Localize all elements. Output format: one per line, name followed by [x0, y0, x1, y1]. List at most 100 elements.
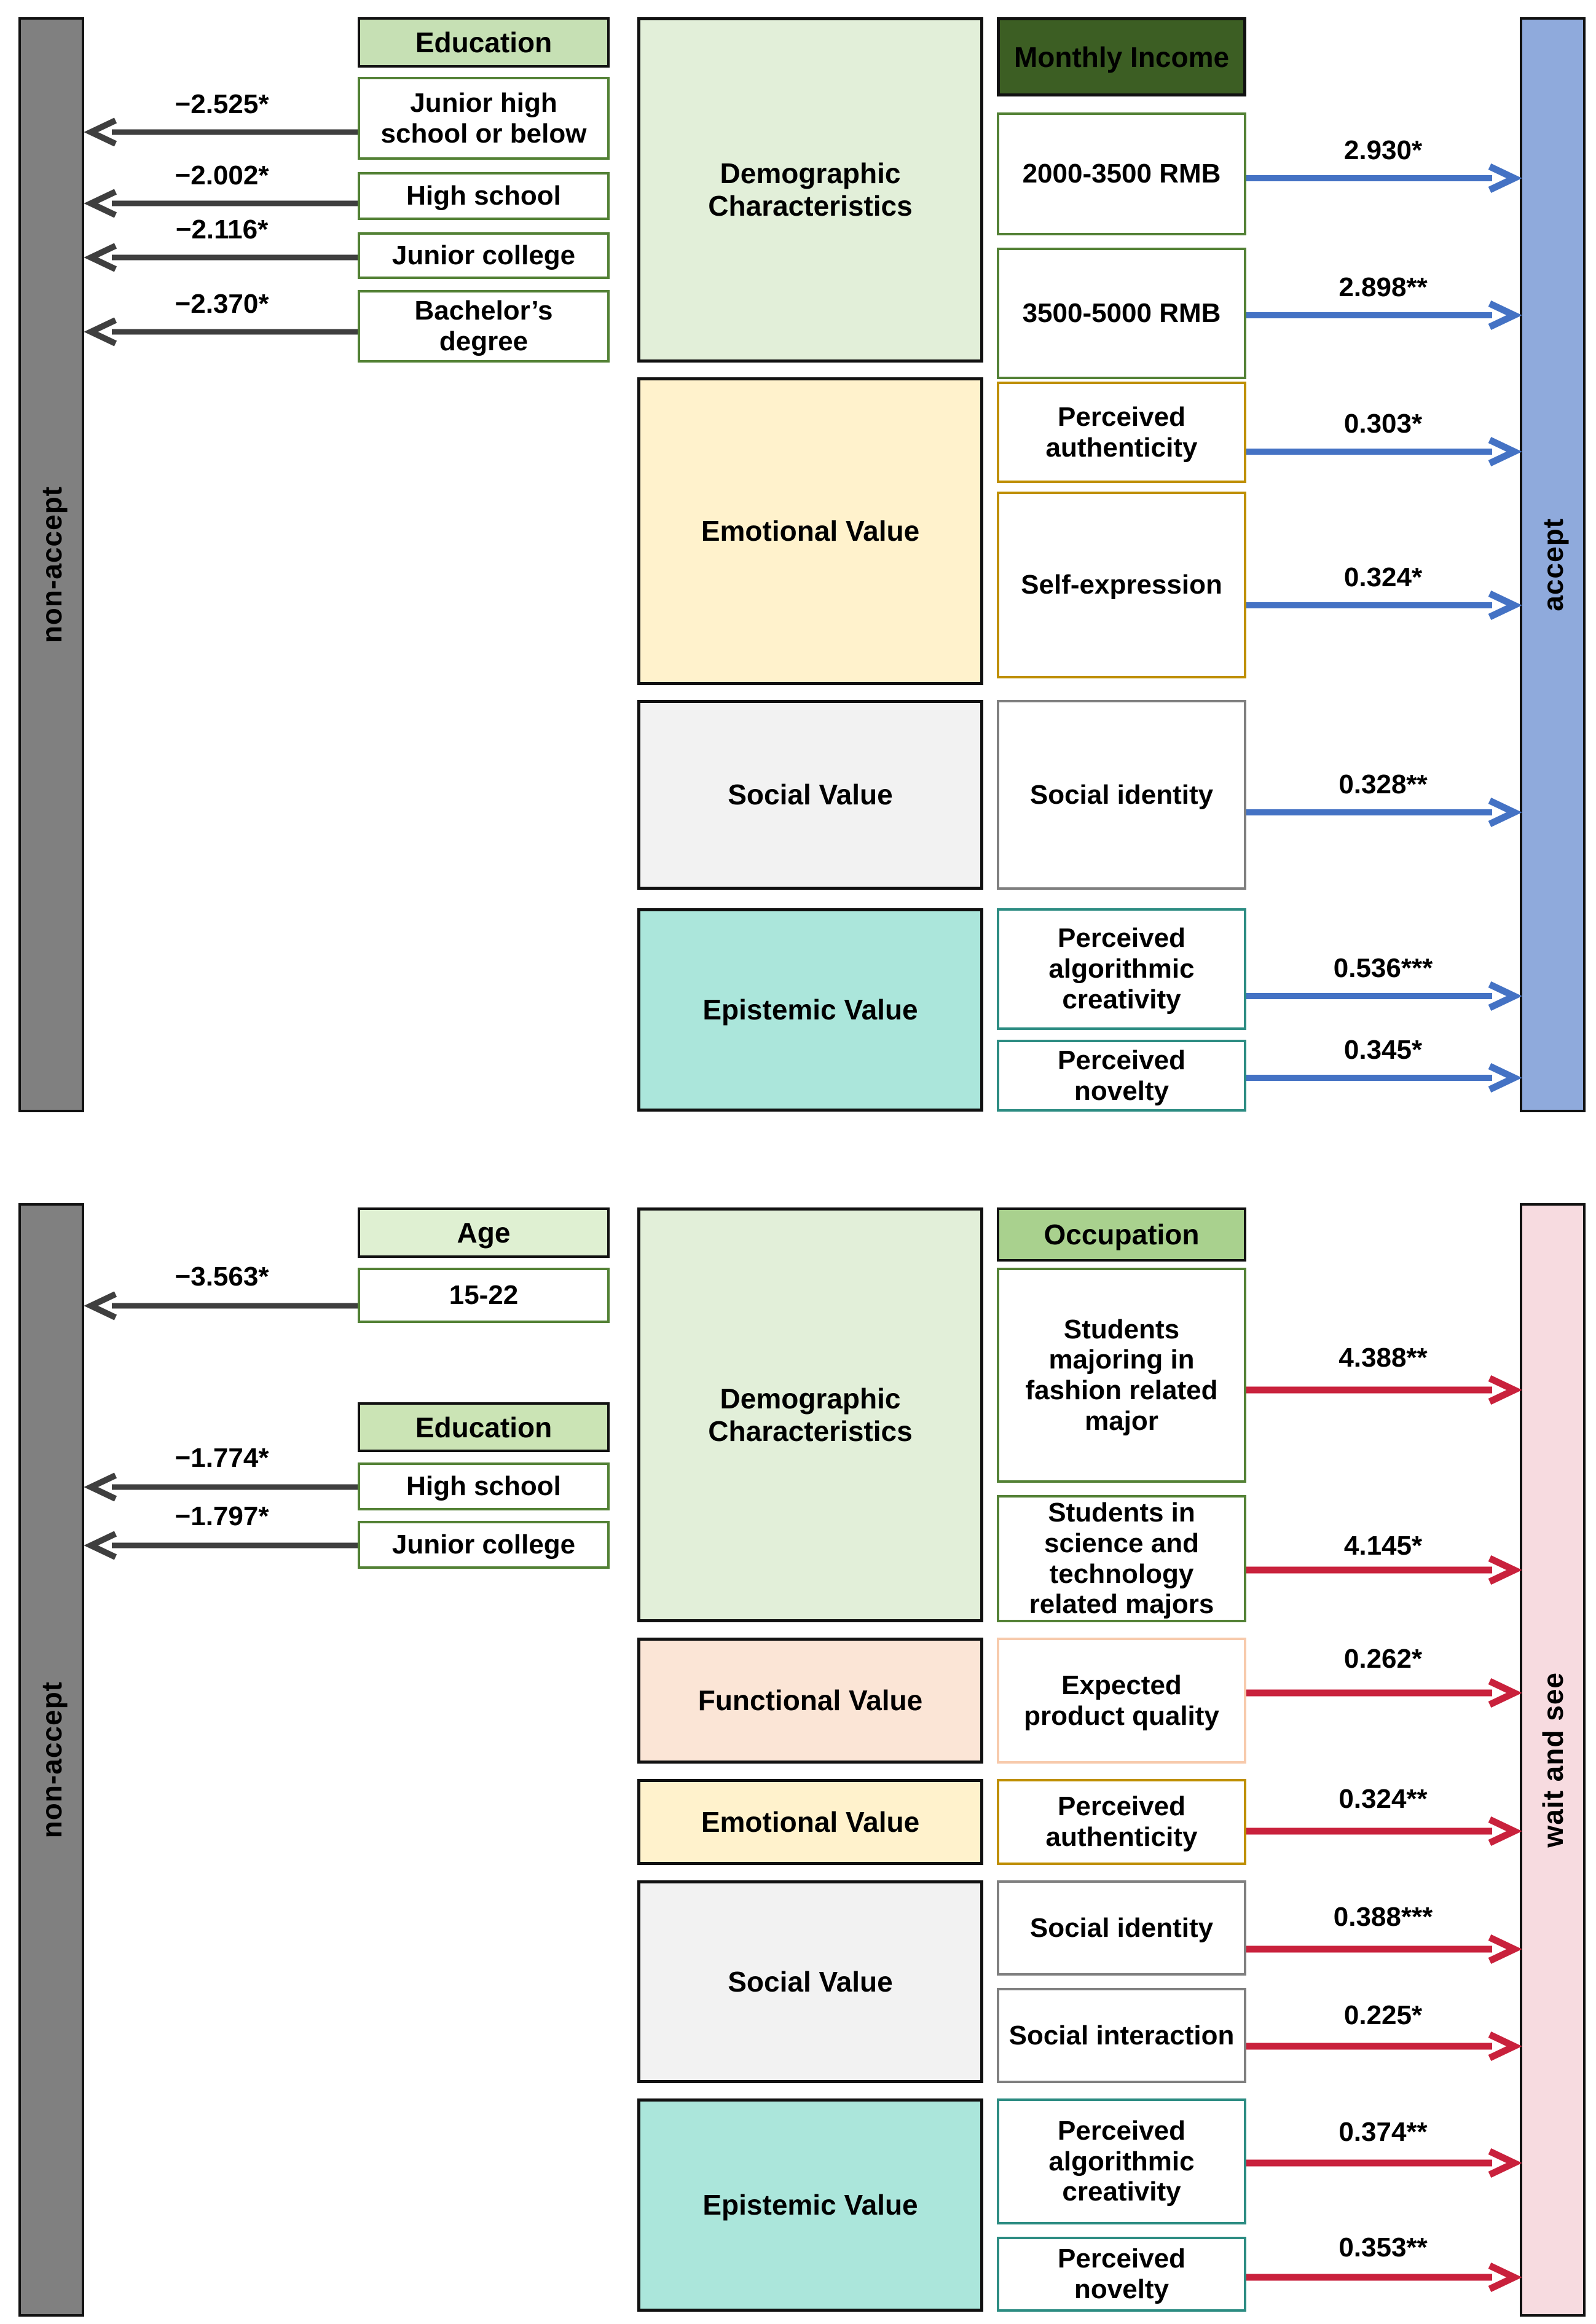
- box-expected-product-quality: Expected product quality: [997, 1638, 1246, 1764]
- monthly-income-header-label: Monthly Income: [1013, 41, 1230, 73]
- category-social-top-label: Social Value: [728, 779, 893, 811]
- right-arrow-icon: [1246, 2263, 1522, 2292]
- category-epistemic-bottom: Epistemic Value: [637, 2098, 983, 2312]
- education-header-top-label: Education: [415, 26, 552, 58]
- category-emotional-top: Emotional Value: [637, 377, 983, 685]
- category-social-bottom: Social Value: [637, 1880, 983, 2083]
- coef-label: −1.797*: [175, 1501, 269, 1531]
- coef-label: −1.774*: [175, 1443, 269, 1473]
- box-age-15-22-label: 15-22: [449, 1280, 519, 1311]
- category-social-top: Social Value: [637, 700, 983, 890]
- box-social-identity-bottom: Social identity: [997, 1880, 1246, 1976]
- right-arrow-icon: [1246, 591, 1522, 620]
- category-epistemic-top-label: Epistemic Value: [702, 994, 918, 1026]
- category-demographic-bottom: Demographic Characteristics: [637, 1207, 983, 1622]
- box-perceived-authenticity-top: Perceived authenticity: [997, 382, 1246, 483]
- right-arrow-icon: [1246, 798, 1522, 827]
- coef-label: 0.328**: [1339, 769, 1428, 799]
- box-social-interaction: Social interaction: [997, 1988, 1246, 2083]
- box-perceived-novelty-top-label: Perceived novelty: [1058, 1045, 1185, 1106]
- category-epistemic-bottom-label: Epistemic Value: [702, 2189, 918, 2221]
- box-junior-college-bottom-label: Junior college: [391, 1529, 576, 1560]
- non-accept-bar-bottom: non-accept: [18, 1203, 84, 2317]
- coef-label: −2.370*: [175, 289, 269, 319]
- box-junior-college-top: Junior college: [358, 232, 610, 279]
- box-junior-high: Junior high school or below: [358, 77, 610, 160]
- box-perceived-novelty-top: Perceived novelty: [997, 1040, 1246, 1112]
- coef-label: 0.353**: [1339, 2232, 1428, 2263]
- coef-label: 2.898**: [1339, 272, 1428, 302]
- box-social-interaction-label: Social interaction: [1008, 2020, 1235, 2051]
- box-rmb-2000-3500-label: 2000-3500 RMB: [1022, 159, 1221, 189]
- box-expected-product-quality-label: Expected product quality: [1024, 1670, 1219, 1731]
- left-arrow-icon: [84, 1291, 358, 1321]
- right-arrow-icon: [1246, 2148, 1522, 2178]
- box-high-school-bottom: High school: [358, 1462, 610, 1510]
- box-perceived-algorithmic-creativity-top: Perceived algorithmic creativity: [997, 908, 1246, 1030]
- coef-label: 0.345*: [1343, 1035, 1423, 1065]
- occupation-header-label: Occupation: [1044, 1219, 1200, 1250]
- left-arrow-icon: [84, 189, 358, 218]
- box-junior-high-label: Junior high school or below: [380, 87, 587, 149]
- box-high-school-top: High school: [358, 172, 610, 220]
- box-junior-college-top-label: Junior college: [391, 240, 576, 271]
- box-students-fashion-label: Students majoring in fashion related maj…: [1025, 1314, 1218, 1436]
- accept-bar: accept: [1520, 17, 1586, 1112]
- coef-label: −2.525*: [175, 89, 269, 119]
- left-arrow-icon: [84, 117, 358, 147]
- box-social-identity-top: Social identity: [997, 700, 1246, 890]
- box-students-fashion: Students majoring in fashion related maj…: [997, 1268, 1246, 1483]
- box-perceived-algorithmic-creativity-top-label: Perceived algorithmic creativity: [1048, 923, 1195, 1015]
- coef-label: −3.563*: [175, 1262, 269, 1292]
- box-social-identity-top-label: Social identity: [1029, 779, 1214, 810]
- category-functional-label: Functional Value: [698, 1684, 923, 1717]
- box-perceived-algorithmic-creativity-bottom: Perceived algorithmic creativity: [997, 2098, 1246, 2224]
- coef-label: 0.262*: [1343, 1644, 1423, 1674]
- box-bachelors-degree-label: Bachelor’s degree: [414, 296, 553, 356]
- right-arrow-icon: [1246, 1678, 1522, 1708]
- category-demographic-top: Demographic Characteristics: [637, 17, 983, 363]
- non-accept-label-bottom: non-accept: [35, 1681, 68, 1839]
- accept-label: accept: [1536, 518, 1569, 611]
- right-arrow-icon: [1246, 437, 1522, 466]
- coef-label: 0.324*: [1343, 562, 1423, 592]
- category-functional: Functional Value: [637, 1638, 983, 1764]
- coef-label: −2.116*: [175, 214, 269, 245]
- box-self-expression-label: Self-expression: [1021, 570, 1222, 600]
- box-perceived-authenticity-bottom-label: Perceived authenticity: [1045, 1791, 1198, 1852]
- box-self-expression: Self-expression: [997, 492, 1246, 678]
- coef-label: 4.388**: [1339, 1343, 1428, 1373]
- right-arrow-icon: [1246, 163, 1522, 193]
- education-header-bottom-label: Education: [415, 1411, 552, 1443]
- right-arrow-icon: [1246, 2032, 1522, 2061]
- occupation-header: Occupation: [997, 1207, 1246, 1262]
- right-arrow-icon: [1246, 1063, 1522, 1093]
- monthly-income-header: Monthly Income: [997, 17, 1246, 96]
- box-high-school-top-label: High school: [406, 181, 561, 211]
- category-emotional-top-label: Emotional Value: [701, 515, 920, 548]
- box-bachelors-degree: Bachelor’s degree: [358, 290, 610, 363]
- coef-label: 0.324**: [1339, 1784, 1428, 1814]
- box-perceived-authenticity-top-label: Perceived authenticity: [1045, 401, 1198, 463]
- coef-label: 0.374**: [1339, 2117, 1428, 2147]
- box-perceived-authenticity-bottom: Perceived authenticity: [997, 1779, 1246, 1865]
- non-accept-bar-top: non-accept: [18, 17, 84, 1112]
- right-arrow-icon: [1246, 1555, 1522, 1585]
- category-social-bottom-label: Social Value: [728, 1965, 893, 1998]
- box-age-15-22: 15-22: [358, 1268, 610, 1323]
- left-arrow-icon: [84, 317, 358, 347]
- age-header: Age: [358, 1207, 610, 1258]
- age-header-label: Age: [457, 1217, 511, 1249]
- education-header-bottom: Education: [358, 1402, 610, 1452]
- wait-and-see-label: wait and see: [1536, 1672, 1569, 1848]
- box-perceived-algorithmic-creativity-bottom-label: Perceived algorithmic creativity: [1048, 2115, 1195, 2207]
- left-arrow-icon: [84, 1472, 358, 1502]
- coef-label: 2.930*: [1343, 135, 1423, 165]
- box-junior-college-bottom: Junior college: [358, 1521, 610, 1569]
- category-demographic-bottom-label: Demographic Characteristics: [708, 1382, 913, 1447]
- left-arrow-icon: [84, 243, 358, 272]
- coef-label: 0.303*: [1343, 409, 1423, 439]
- right-arrow-icon: [1246, 1816, 1522, 1846]
- coef-label: 0.536***: [1333, 953, 1433, 983]
